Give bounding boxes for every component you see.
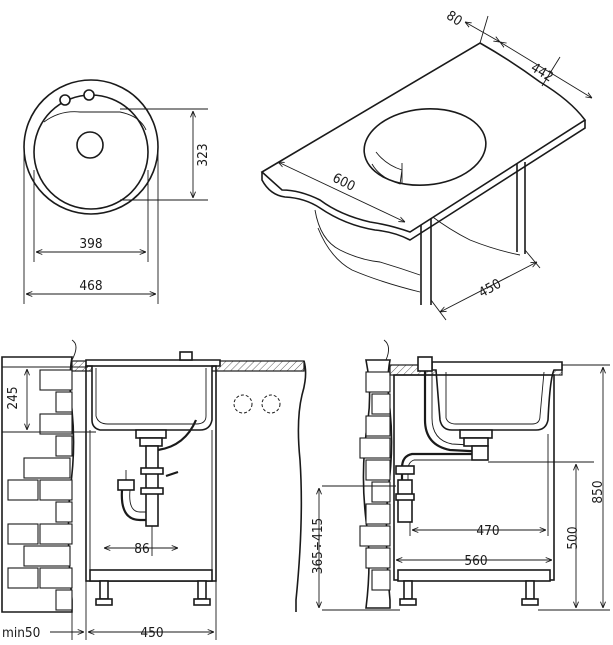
dim-label-500: 500 [565, 526, 581, 549]
top-view: 323 398 468 [23, 79, 211, 304]
dim-442-line [500, 42, 592, 98]
dim-80-line [465, 22, 500, 42]
side-cabinet-legs [399, 580, 539, 606]
dim-label-80: 80 [443, 8, 465, 30]
dim-label-398: 398 [79, 236, 102, 252]
dim-450-line [440, 262, 537, 312]
dim-80-ext-a [479, 15, 489, 44]
wall-pipe-opening-a [233, 394, 253, 414]
dim-label-323: 323 [195, 143, 211, 166]
side-overflow-pipe [417, 356, 489, 454]
front-view: 245 86 450 min50 [1, 339, 307, 641]
wall-pipe-opening-b [261, 394, 281, 414]
front-cabinet-legs [95, 580, 211, 606]
front-siphon-trap [117, 419, 198, 527]
cabinet-lower-wavy [317, 227, 421, 293]
cabinet-leg-back [516, 162, 526, 254]
front-countertop-wavy-end [295, 360, 307, 612]
front-sink-bowl [85, 359, 221, 431]
side-siphon-trap [395, 429, 493, 523]
cabinet-side-wavy [314, 209, 421, 276]
dim-label-850: 850 [590, 480, 606, 503]
bowl-faucet-cut [43, 111, 147, 131]
cabinet-back-wavy [429, 214, 521, 256]
drain-hole-outer [76, 131, 104, 159]
dim-label-245: 245 [5, 386, 21, 409]
perspective-view: 80 442 600 450 [260, 8, 592, 321]
dim-450-ext-b [524, 249, 541, 269]
dim-label-470: 470 [476, 523, 499, 539]
dim-label-min50: min50 [2, 625, 40, 641]
front-wall [1, 339, 77, 613]
dim-450-ext-a [430, 299, 447, 321]
dim-label-86: 86 [134, 541, 149, 557]
dim-600-line [278, 162, 405, 222]
dim-label-468: 468 [79, 278, 102, 294]
dim-label-365-415: 365÷415 [310, 518, 326, 575]
side-view: 365÷415 470 560 500 850 [310, 339, 610, 611]
faucet-hole-left [59, 94, 71, 106]
dim-label-450-front: 450 [140, 625, 163, 641]
dim-label-560: 560 [464, 553, 487, 569]
side-wall [359, 339, 393, 609]
side-sink-bowl [431, 361, 563, 431]
dim-label-450-perspective: 450 [476, 276, 504, 301]
faucet-hole-right [83, 89, 95, 101]
sink-rim-outline [23, 79, 159, 215]
cabinet-leg-front [420, 215, 432, 305]
